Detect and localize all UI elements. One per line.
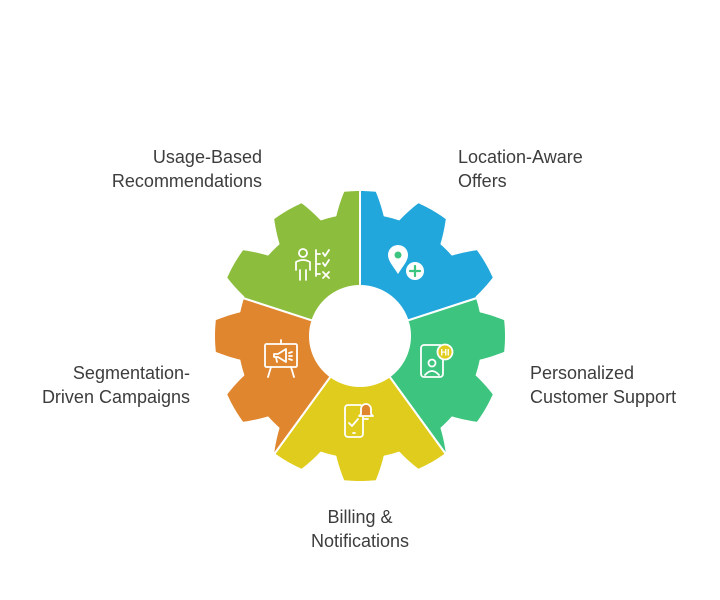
label-billing-notifications: Billing & Notifications — [310, 507, 410, 551]
label-segmentation-driven-campaigns: Segmentation- Driven Campaigns — [41, 363, 190, 407]
gear-segments — [213, 189, 507, 483]
gear-center-hole — [310, 286, 410, 386]
presentation-megaphone-icon — [264, 339, 298, 378]
user-checklist-icon — [295, 248, 330, 281]
location-plus-icon — [388, 245, 424, 280]
label-usage-based-recommendations: Usage-Based Recommendations — [111, 147, 262, 191]
svg-text:HI: HI — [441, 348, 450, 358]
label-location-aware-offers: Location-Aware Offers — [458, 147, 583, 191]
phone-bell-icon — [344, 403, 374, 438]
support-agent-icon: HI — [420, 343, 454, 378]
gear-icons: HI — [264, 245, 454, 438]
label-personalized-customer-support: Personalized Customer Support — [530, 363, 677, 407]
